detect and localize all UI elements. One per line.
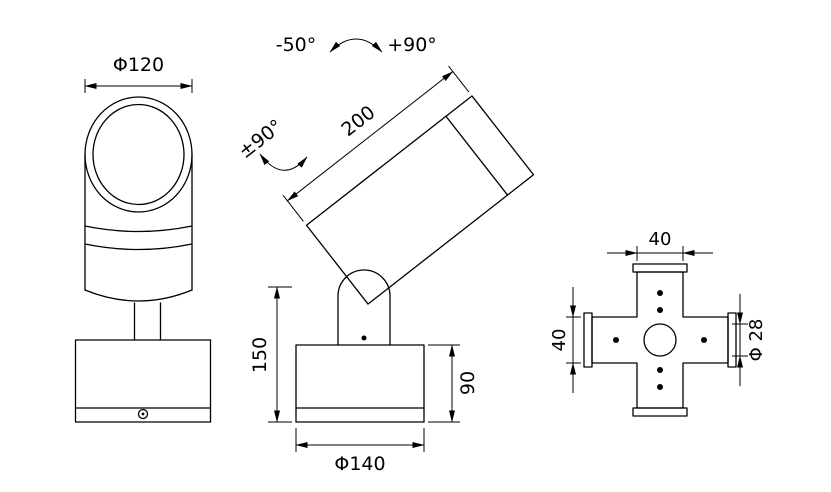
base-diameter-label: Φ140 — [334, 453, 385, 475]
mounting-hole-dot — [657, 367, 663, 373]
overall-height-dimension — [268, 286, 292, 423]
lamp-body-seam-upper — [84, 225, 193, 233]
mount-base-front — [74, 339, 212, 423]
lamp-head-seam-side — [445, 115, 509, 196]
base-diameter-dimension — [295, 428, 425, 452]
mounting-hole-dot — [613, 337, 619, 343]
overall-height-label: 150 — [249, 337, 271, 373]
tilt-min-label: -50° — [276, 34, 317, 56]
mounting-hole-dot — [657, 290, 663, 296]
hole-diameter-dimension — [732, 294, 748, 386]
arm-height-label: 40 — [549, 329, 570, 352]
lamp-lens-inner-ring — [92, 103, 185, 206]
mounting-yoke — [337, 269, 391, 346]
front-diameter-label: Φ120 — [113, 54, 164, 76]
swivel-arrow-icon — [259, 153, 308, 171]
tilt-range-arrow-icon — [329, 38, 383, 53]
hole-diameter-label: Φ 28 — [746, 319, 767, 362]
tilt-max-label: +90° — [387, 34, 437, 56]
front-view: Φ120 — [74, 54, 212, 423]
mount-base-side — [295, 344, 425, 423]
base-height-dimension — [428, 344, 460, 423]
mounting-hole-dot — [657, 307, 663, 313]
bracket-right-flange — [727, 312, 737, 368]
lamp-body-seam-lower — [84, 243, 193, 251]
arm-height-dimension — [566, 287, 581, 393]
yoke-screw-dot — [361, 335, 367, 341]
bracket-view: 40 40 Φ 28 — [549, 229, 767, 417]
fixing-screw-center — [141, 412, 145, 416]
body-length-dimension — [282, 65, 470, 222]
bracket-left-flange — [583, 312, 593, 368]
bracket-bottom-flange — [632, 407, 688, 417]
mounting-hole-dot — [657, 384, 663, 390]
bracket-center-hole — [643, 323, 677, 357]
arm-width-label: 40 — [649, 229, 672, 250]
body-length-label: 200 — [337, 101, 379, 141]
lamp-body-bottom-arc — [84, 289, 193, 302]
front-diameter-dimension — [84, 79, 193, 93]
lamp-lens-outer-ring — [84, 96, 193, 213]
mounting-hole-dot — [701, 337, 707, 343]
arm-width-dimension — [607, 246, 713, 261]
bracket-top-flange — [632, 263, 688, 273]
swivel-label: ±90° — [234, 115, 287, 163]
fixing-screw — [137, 408, 149, 420]
base-height-label: 90 — [457, 371, 479, 395]
side-view: -50° +90° 200 ±90° — [234, 34, 535, 475]
